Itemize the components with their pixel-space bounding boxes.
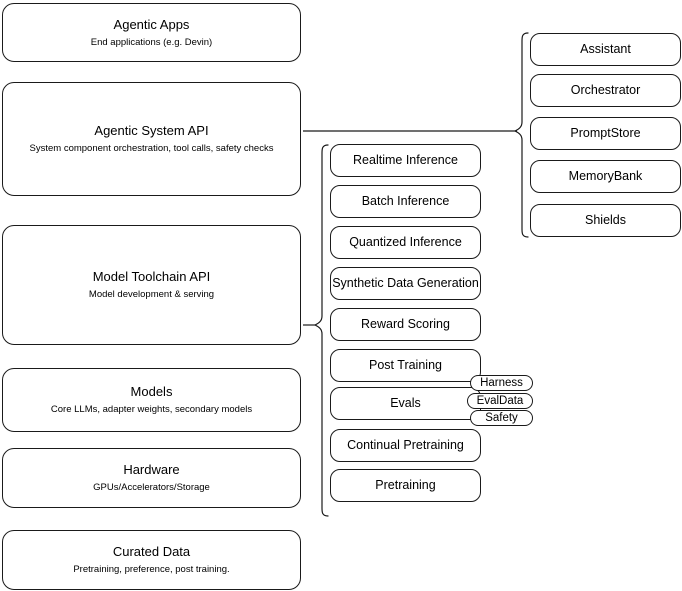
layer-agentic-system-api[interactable]: Agentic System API System component orch…: [2, 82, 301, 196]
component-assistant[interactable]: Assistant: [530, 33, 681, 66]
layer-curated-data[interactable]: Curated Data Pretraining, preference, po…: [2, 530, 301, 590]
component-label: Pretraining: [375, 478, 436, 492]
component-label: Orchestrator: [570, 83, 641, 97]
brace-toolchain: [314, 144, 329, 517]
component-batch-inference[interactable]: Batch Inference: [330, 185, 481, 218]
component-label: MemoryBank: [568, 169, 643, 183]
layer-subtitle: Model development & serving: [88, 289, 215, 300]
layer-title: Curated Data: [112, 544, 191, 559]
component-label: Evals: [390, 396, 421, 410]
layer-hardware[interactable]: Hardware GPUs/Accelerators/Storage: [2, 448, 301, 508]
component-label: Post Training: [369, 358, 442, 372]
layer-title: Agentic System API: [94, 123, 209, 138]
layer-subtitle: Core LLMs, adapter weights, secondary mo…: [50, 404, 253, 415]
layer-agentic-apps[interactable]: Agentic Apps End applications (e.g. Devi…: [2, 3, 301, 62]
layer-models[interactable]: Models Core LLMs, adapter weights, secon…: [2, 368, 301, 432]
component-reward-scoring[interactable]: Reward Scoring: [330, 308, 481, 341]
layer-title: Hardware: [123, 462, 180, 477]
component-pretraining[interactable]: Pretraining: [330, 469, 481, 502]
component-label: Assistant: [580, 42, 631, 56]
component-continual-pretraining[interactable]: Continual Pretraining: [330, 429, 481, 462]
layer-title: Models: [130, 384, 173, 399]
component-label: Continual Pretraining: [347, 438, 464, 452]
layer-title: Model Toolchain API: [92, 269, 211, 284]
layer-title: Agentic Apps: [113, 16, 190, 32]
badge-label: Harness: [480, 376, 523, 389]
layer-subtitle: End applications (e.g. Devin): [90, 36, 213, 48]
layer-subtitle: System component orchestration, tool cal…: [29, 143, 274, 154]
component-post-training[interactable]: Post Training: [330, 349, 481, 382]
badge-harness[interactable]: Harness: [470, 375, 533, 391]
component-shields[interactable]: Shields: [530, 204, 681, 237]
component-realtime-inference[interactable]: Realtime Inference: [330, 144, 481, 177]
component-promptstore[interactable]: PromptStore: [530, 117, 681, 150]
component-label: Quantized Inference: [349, 235, 462, 249]
layer-subtitle: Pretraining, preference, post training.: [73, 564, 230, 575]
badge-safety[interactable]: Safety: [470, 410, 533, 426]
badge-label: EvalData: [476, 394, 524, 407]
component-label: Batch Inference: [361, 194, 450, 208]
component-synthetic-data-generation[interactable]: Synthetic Data Generation: [330, 267, 481, 300]
component-label: Shields: [585, 213, 626, 227]
component-label: Realtime Inference: [353, 153, 458, 167]
badge-label: Safety: [485, 411, 518, 424]
component-label: Reward Scoring: [361, 317, 450, 331]
component-label: PromptStore: [570, 126, 641, 140]
brace-system-components: [514, 32, 529, 238]
layer-subtitle: GPUs/Accelerators/Storage: [93, 482, 210, 493]
badge-evaldata[interactable]: EvalData: [467, 393, 533, 409]
component-evals[interactable]: Evals: [330, 387, 481, 420]
component-memorybank[interactable]: MemoryBank: [530, 160, 681, 193]
component-label: Synthetic Data Generation: [332, 276, 479, 290]
layer-model-toolchain-api[interactable]: Model Toolchain API Model development & …: [2, 225, 301, 345]
component-orchestrator[interactable]: Orchestrator: [530, 74, 681, 107]
component-quantized-inference[interactable]: Quantized Inference: [330, 226, 481, 259]
